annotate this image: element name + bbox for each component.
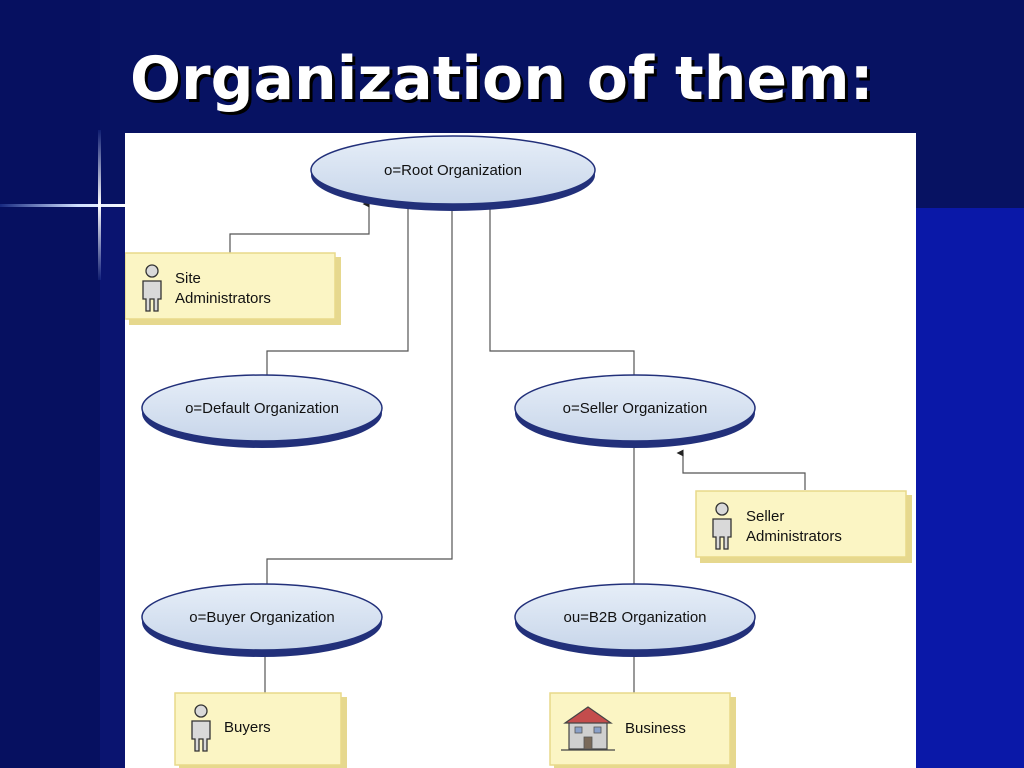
role-label-site-admins-line1: Site [175, 270, 201, 287]
org-node-buyer: o=Buyer Organization [141, 583, 383, 657]
role-box-seller-admins: Seller Administrators [695, 490, 912, 563]
org-label-buyer: o=Buyer Organization [189, 609, 335, 626]
role-box-site-admins: Site Administrators [125, 252, 341, 325]
role-label-buyers: Buyers [224, 719, 271, 736]
connector-root-default [266, 207, 409, 391]
role-label-seller-admins-line2: Administrators [746, 528, 842, 545]
building-icon [561, 706, 615, 751]
arrow-seller-admins-seller [676, 449, 806, 490]
arrow-site-admins-root [229, 200, 370, 253]
org-label-root: o=Root Organization [384, 162, 522, 179]
role-label-site-admins-line2: Administrators [175, 290, 271, 307]
slide-title: Organization of them: [130, 44, 874, 114]
decorative-vertical-line [98, 130, 101, 280]
person-icon [142, 264, 162, 312]
org-label-seller: o=Seller Organization [563, 400, 708, 417]
person-icon [712, 502, 732, 550]
role-label-seller-admins-line1: Seller [746, 508, 784, 525]
role-label-business: Business [625, 720, 686, 737]
arrow-lines [229, 200, 806, 693]
diagram-canvas: o=Root Organization o=Default Organizati… [125, 135, 912, 768]
org-node-default: o=Default Organization [141, 374, 383, 448]
connector-root-seller [489, 207, 635, 378]
org-node-b2b: ou=B2B Organization [514, 583, 756, 657]
org-node-root: o=Root Organization [310, 135, 596, 211]
person-icon [191, 704, 211, 752]
background-left-band [0, 0, 100, 768]
connector-root-buyer [266, 209, 453, 585]
org-label-default: o=Default Organization [185, 400, 339, 417]
role-box-business: Business [549, 692, 736, 768]
background-right-band [916, 208, 1024, 768]
connector-lines [266, 207, 635, 585]
org-node-seller: o=Seller Organization [514, 374, 756, 448]
decorative-horizontal-line [0, 204, 130, 207]
organization-diagram: o=Root Organization o=Default Organizati… [125, 133, 916, 768]
role-box-buyers: Buyers [174, 692, 347, 768]
org-label-b2b: ou=B2B Organization [563, 609, 706, 626]
